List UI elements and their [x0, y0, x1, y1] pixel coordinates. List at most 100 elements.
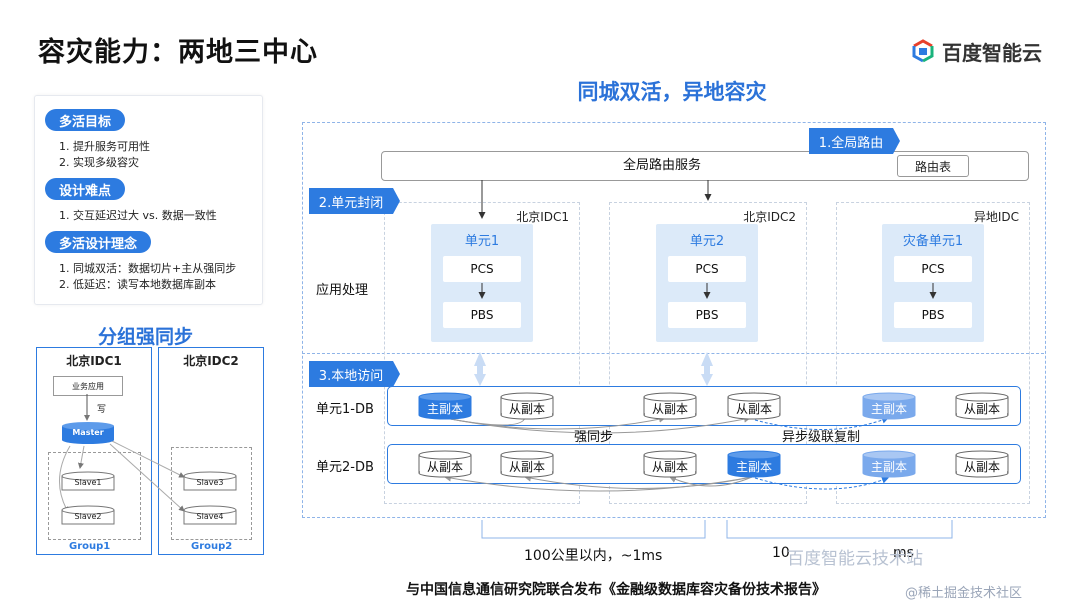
primary-replica: 主副本 [418, 392, 472, 420]
replica-label: 从副本 [963, 460, 1000, 474]
business-app-box: 业务应用 [53, 376, 123, 396]
database-cylinder-icon [643, 392, 697, 420]
secondary-replica: 从副本 [500, 392, 554, 420]
disaster-backup-unit-1: 灾备单元1 PCS PBS [882, 224, 984, 342]
database-cylinder-icon [418, 450, 472, 478]
database-cylinder-icon [727, 450, 781, 478]
unit-title: 单元1 [464, 234, 500, 249]
replica-label: 从副本 [963, 402, 1000, 416]
route-table-box: 路由表 [897, 155, 969, 177]
db-row-label: 单元2-DB [316, 460, 374, 475]
architecture-frame [302, 122, 1046, 518]
double-arrow-icon [474, 352, 713, 386]
secondary-replica: 从副本 [955, 450, 1009, 478]
replica-label: 主副本 [735, 460, 772, 474]
master-db-icon [62, 422, 114, 444]
column-idc2: 北京IDC2 [609, 202, 807, 504]
unit-title: 灾备单元1 [902, 234, 964, 249]
column-title: 北京IDC1 [516, 210, 569, 224]
secondary-replica: 从副本 [643, 392, 697, 420]
idc2-title: 北京IDC2 [183, 354, 239, 368]
strong-sync-label: 强同步 [574, 430, 614, 445]
database-cylinder-icon [955, 450, 1009, 478]
replica-label: 主副本 [870, 402, 907, 416]
goal-item: 2. 实现多级容灾 [59, 156, 139, 169]
replica-label: 主副本 [870, 460, 907, 474]
logo-text: 百度智能云 [942, 40, 1042, 65]
database-cylinder-icon [727, 392, 781, 420]
watermark-line2: @稀土掘金技术社区 [905, 586, 1023, 601]
unit-1: 单元1 PCS PBS [431, 224, 533, 342]
goals-panel: 多活目标 1. 提升服务可用性 2. 实现多级容灾 设计难点 1. 交互延迟过大… [34, 95, 263, 305]
watermark-line1: 百度智能云技术站 [787, 549, 923, 569]
secondary-replica: 从副本 [500, 450, 554, 478]
pcs-box: PCS [443, 256, 521, 282]
slave-label: Slave4 [196, 512, 224, 521]
replica-label: 从副本 [426, 460, 463, 474]
pcs-box: PCS [894, 256, 972, 282]
database-cylinder-icon [862, 450, 916, 478]
replica-label: 主副本 [426, 402, 463, 416]
db-row-label: 单元1-DB [316, 402, 374, 417]
latency-remote-partial: 10 [772, 545, 790, 561]
principle-item: 2. 低延迟：读写本地数据库副本 [59, 278, 216, 291]
idc1-title: 北京IDC1 [66, 354, 122, 368]
brand-logo: 百度智能云 [910, 36, 1042, 66]
database-cylinder-icon [500, 392, 554, 420]
column-remote-idc: 异地IDC [836, 202, 1030, 504]
secondary-replica: 从副本 [643, 450, 697, 478]
primary-replica: 主副本 [727, 450, 781, 478]
slave-db-icon [61, 505, 115, 525]
group-sync-lines [59, 394, 237, 525]
section-heading-goals: 多活目标 [45, 109, 126, 131]
slave-db-icon [61, 471, 115, 491]
route-service-label: 全局路由服务 [622, 158, 701, 173]
group2-box [171, 447, 252, 540]
column-title: 异地IDC [973, 210, 1019, 224]
principle-item: 1. 同城双活：数据切片+主从强同步 [59, 262, 237, 275]
replica-label: 从副本 [651, 460, 688, 474]
footer-note: 与中国信息通信研究院联合发布《金融级数据库容灾备份技术报告》 [406, 582, 826, 598]
slave-label: Slave1 [74, 478, 102, 487]
primary-replica: 主副本 [862, 392, 916, 420]
group1-box [48, 452, 141, 540]
slave-label: Slave2 [74, 512, 102, 521]
pbs-box: PBS [894, 302, 972, 328]
primary-replica: 主副本 [862, 450, 916, 478]
database-cylinder-icon [955, 392, 1009, 420]
secondary-replica: 从副本 [727, 392, 781, 420]
goal-item: 1. 提升服务可用性 [59, 140, 150, 153]
tag-local-access: 3.本地访问 [309, 361, 400, 387]
tag-global-route: 1.全局路由 [809, 128, 900, 154]
page-title: 容灾能力：两地三中心 [38, 37, 318, 68]
slave-db-icon [183, 471, 237, 491]
replica-label: 从副本 [508, 460, 545, 474]
group-sync-title: 分组强同步 [98, 326, 194, 348]
group1-label: Group1 [69, 541, 111, 552]
pbs-box: PBS [443, 302, 521, 328]
pbs-box: PBS [668, 302, 746, 328]
section-heading-difficulty: 设计难点 [45, 178, 126, 200]
secondary-replica: 从副本 [418, 450, 472, 478]
tag-unit-closed: 2.单元封闭 [309, 188, 400, 214]
database-cylinder-icon [500, 450, 554, 478]
master-label: Master [72, 428, 104, 437]
column-title: 北京IDC2 [743, 210, 796, 224]
database-cylinder-icon [418, 392, 472, 420]
latency-remote-tail: ms [893, 545, 914, 561]
diagram-subtitle: 同城双活，异地容灾 [577, 80, 767, 104]
database-cylinder-icon [862, 392, 916, 420]
layer-divider [302, 353, 1044, 354]
database-cylinder-icon [643, 450, 697, 478]
slave-label: Slave3 [196, 478, 224, 487]
difficulty-item: 1. 交互延迟过大 vs. 数据一致性 [59, 209, 217, 222]
replica-label: 从副本 [735, 402, 772, 416]
replica-label: 从副本 [508, 402, 545, 416]
secondary-replica: 从副本 [955, 392, 1009, 420]
async-cascade-label: 异步级联复制 [782, 430, 861, 445]
global-route-service: 全局路由服务 路由表 [381, 151, 1029, 181]
unit-title: 单元2 [689, 234, 725, 249]
cloud-logo-icon [912, 39, 934, 63]
slave-db-icon [183, 505, 237, 525]
